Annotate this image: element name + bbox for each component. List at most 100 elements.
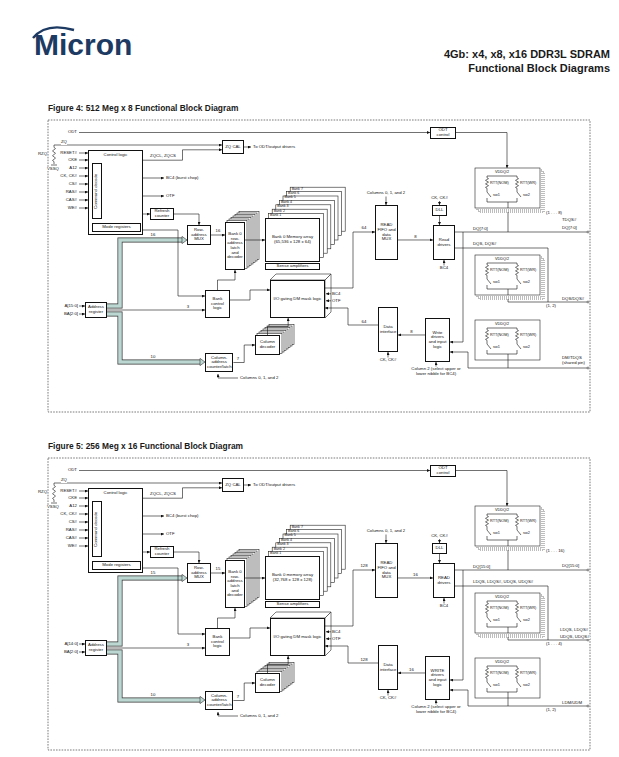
bus-fill: [107, 652, 200, 700]
block-text: Bank control logic: [207, 635, 228, 649]
termination-box: [475, 506, 540, 546]
block-text: Column decoder: [257, 678, 278, 687]
block-text: Address register: [87, 643, 105, 652]
signal-label: TDQS#: [562, 218, 576, 223]
bus-width-label: ZQCL, ZQCS: [150, 492, 176, 497]
bus-width-label: 15: [151, 570, 156, 575]
signal-label: Columns 0, 1, and 2: [240, 376, 278, 381]
connector: [245, 578, 265, 579]
bus-width-label: 3: [187, 642, 189, 647]
connector: [218, 270, 236, 290]
connector: [211, 235, 225, 236]
block-text: Read drivers: [435, 238, 453, 247]
bank-label: Bank 7: [292, 526, 303, 530]
signal-wire: [79, 470, 430, 471]
block-box: Mode registers: [92, 223, 141, 232]
signal-label: CAS#: [66, 536, 77, 541]
block-text: Bank 0 row-address latch and decoder: [227, 232, 243, 260]
signal-wire: [388, 352, 389, 358]
signal-label: BC4 (burst chop): [166, 176, 198, 181]
block-box: Sense amplifiers: [265, 263, 320, 270]
bank-label: Bank 3: [277, 205, 288, 209]
resistor-symbol: [516, 263, 519, 277]
block-text: Column decoder: [257, 340, 278, 349]
block-box: ZQ CAL: [222, 478, 244, 492]
connector-line: [230, 628, 270, 638]
signal-label: (1, 2): [546, 708, 556, 713]
connector-line: [174, 214, 199, 225]
switch-symbol: [517, 623, 518, 627]
block-box: Column decoder: [255, 673, 280, 693]
resistor-symbol: [486, 514, 489, 528]
signal-label: A12: [69, 166, 77, 171]
connector: [174, 552, 199, 563]
connector: [245, 240, 265, 241]
switch-symbol: [517, 536, 518, 540]
bank-label: Bank 6: [288, 530, 299, 534]
ground-symbol: [51, 503, 57, 504]
block-text: Mode registers: [102, 563, 130, 568]
signal-label: CK, CK#: [380, 358, 397, 363]
signal-wire: [218, 374, 238, 378]
signal-wire: [508, 692, 509, 698]
switch-symbol: [487, 623, 488, 627]
block-box: Bank control logic: [205, 628, 230, 656]
signal-wire: [244, 485, 251, 486]
signal-label: UDQS, UDQS#: [560, 635, 590, 640]
connector-line: [230, 290, 270, 300]
page-title: 4Gb: x4, x8, x16 DDR3L SDRAM: [444, 48, 610, 60]
block-box: Data interface: [378, 645, 398, 690]
block-box: READ FIFO and data MUX: [375, 205, 398, 260]
signal-label: (1 . . . 4): [546, 642, 562, 647]
bus-width-label: 16: [216, 229, 221, 234]
bus-width-label: 8: [414, 234, 416, 239]
bus-width-label: 16: [413, 572, 418, 577]
signal-wire: [388, 690, 389, 696]
block-box: ODT control: [430, 127, 456, 139]
termination-box: [475, 593, 540, 633]
control-logic-box: Control logicCommand decodeMode register…: [88, 488, 143, 573]
block-text: Control logic: [104, 153, 128, 158]
signal-wire: [455, 248, 588, 302]
signal-label: Column 2 (select upper or lower nibble f…: [411, 367, 461, 376]
signal-label: CK, CK#: [380, 696, 397, 701]
signal-label: VDDQ/2: [495, 322, 509, 326]
block-box: Column decoder: [255, 335, 280, 355]
connector-line: [107, 648, 205, 649]
signal-label: DQ[7:0]: [473, 227, 488, 232]
bank-label: Bank 2: [274, 210, 285, 214]
signal-label: RTT(NOM): [490, 519, 509, 523]
signal-wire: [487, 540, 517, 541]
signal-label: (1 . . . 16): [546, 549, 564, 554]
resistor-symbol: [516, 328, 519, 342]
bus-fill: [107, 578, 182, 644]
signal-wire: [79, 184, 88, 185]
signal-wire: [79, 200, 88, 201]
block-text: Data interface: [380, 325, 396, 334]
signal-label: RTT(NOM): [490, 181, 509, 185]
figure-border: [48, 120, 590, 412]
signal-label: sw1: [493, 280, 500, 284]
connector: [143, 214, 150, 215]
signal-label: BC4: [440, 266, 448, 271]
bank-label: Bank 7: [292, 188, 303, 192]
block-box: Write drivers and input logic: [425, 318, 450, 362]
block-box: Bank 0 row-address latch and decoder: [225, 560, 245, 608]
signal-wire: [79, 153, 88, 154]
signal-label: To ODT/output drivers: [253, 483, 295, 488]
switch-symbol: [487, 680, 491, 687]
connector: [211, 573, 225, 574]
signal-label: RTT(WR): [520, 333, 536, 337]
bus-arrow: [107, 574, 187, 644]
termination-box: [475, 658, 540, 698]
block-text: Write drivers and input logic: [427, 331, 448, 350]
signal-label: ZQ: [61, 140, 67, 145]
bus-arrow: [107, 652, 205, 704]
signal-wire: [143, 534, 164, 535]
block-box: Command decode: [92, 163, 102, 219]
signal-wire: [487, 627, 517, 628]
signal-label: CK, CK#: [431, 196, 448, 201]
connector: [107, 648, 205, 649]
block-box: WRITE drivers and input logic: [425, 656, 450, 700]
signal-wire: [444, 598, 445, 604]
